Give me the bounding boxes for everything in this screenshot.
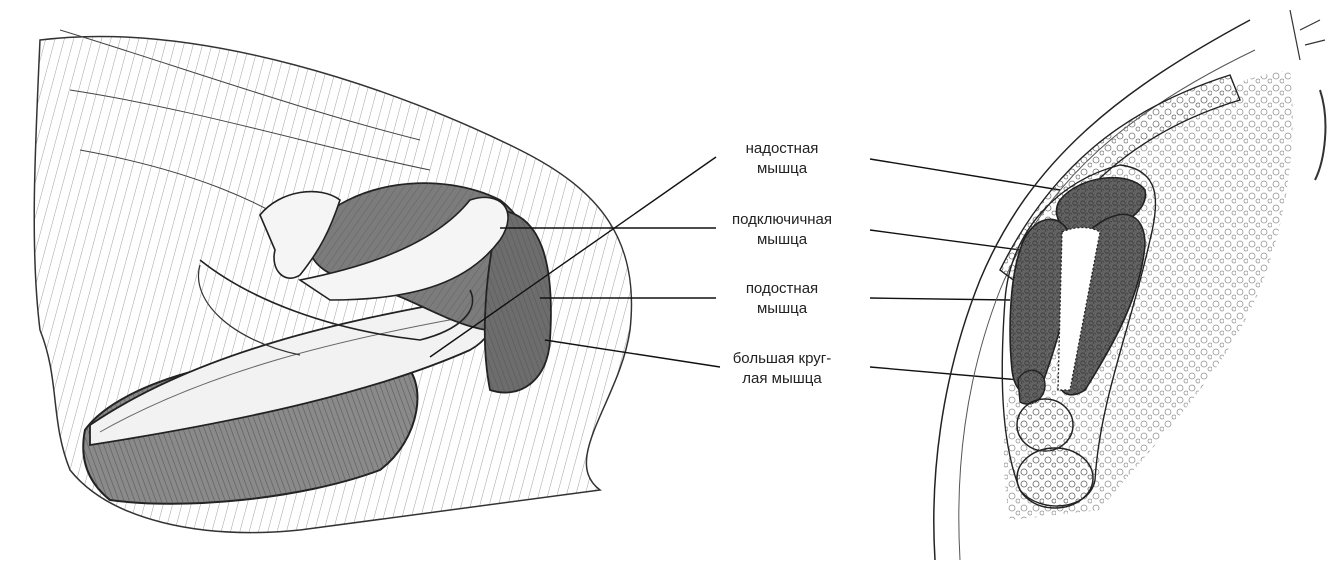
- shoulder-illustration: [34, 30, 631, 533]
- label-supraspinatus: надостная мышца: [697, 139, 867, 179]
- cross-section-illustration: [934, 10, 1326, 560]
- label-teres-major: большая круг- лая мышца: [697, 349, 867, 389]
- label-infraspinatus: подостная мышца: [697, 279, 867, 319]
- lower-structure-1: [1017, 399, 1073, 451]
- label-subscapularis: подключичная мышца: [697, 210, 867, 250]
